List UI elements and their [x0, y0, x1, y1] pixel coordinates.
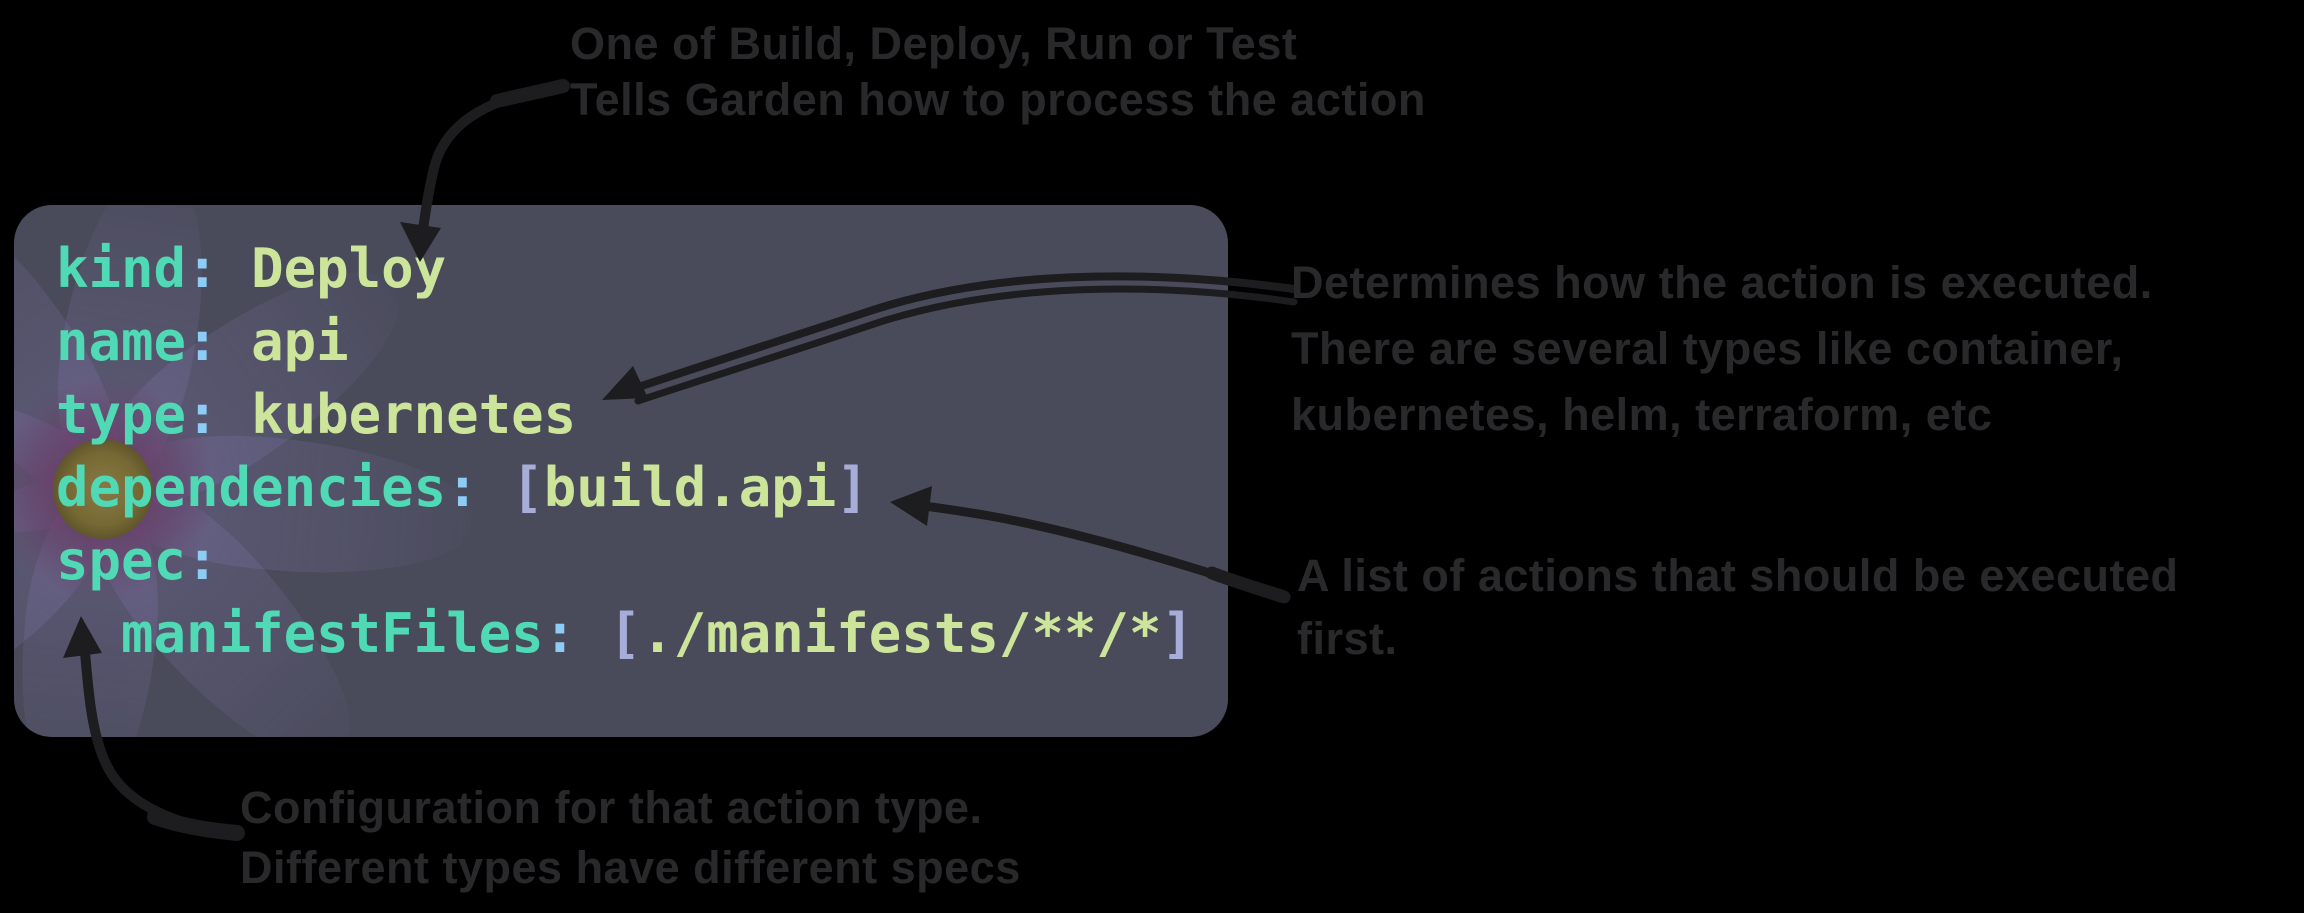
- code-token-val: kubernetes: [251, 383, 577, 446]
- code-token-key: name: [56, 310, 187, 373]
- code-token-colon: :: [543, 602, 577, 665]
- annotation-line: Configuration for that action type.: [240, 782, 983, 833]
- code-token-sp: [219, 237, 252, 300]
- flower-photo-background: [14, 205, 574, 737]
- code-token-sp: [479, 456, 512, 519]
- code-line: dependencies: [build.api]: [56, 451, 1194, 524]
- code-token-colon: :: [186, 237, 219, 300]
- annotation-line: kubernetes, helm, terraform, etc: [1291, 389, 1993, 440]
- code-token-sp: [219, 310, 252, 373]
- kind-annotation: One of Build, Deploy, Run or Test Tells …: [570, 16, 1426, 128]
- code-token-val: api: [251, 310, 349, 373]
- code-token-val: build.api: [543, 456, 837, 519]
- annotation-line: Different types have different specs: [240, 842, 1021, 893]
- code-token-bracket: ]: [1161, 602, 1194, 665]
- code-token-colon: :: [186, 310, 219, 373]
- dependencies-annotation: A list of actions that should be execute…: [1297, 544, 2178, 670]
- annotation-line: A list of actions that should be execute…: [1297, 550, 2179, 601]
- code-line: spec:: [56, 524, 1194, 597]
- code-token-key: type: [56, 383, 187, 446]
- code-line: name: api: [56, 305, 1194, 378]
- code-line: manifestFiles: [./manifests/**/*]: [56, 597, 1194, 670]
- code-token-colon: :: [186, 529, 219, 592]
- code-token-key: kind: [56, 237, 187, 300]
- code-token-key: dependencies: [56, 456, 447, 519]
- spec-annotation: Configuration for that action type. Diff…: [240, 778, 1021, 898]
- code-line: kind: Deploy: [56, 232, 1194, 305]
- annotation-line: Tells Garden how to process the action: [570, 74, 1426, 125]
- code-line: type: kubernetes: [56, 378, 1194, 451]
- annotation-line: One of Build, Deploy, Run or Test: [570, 18, 1298, 69]
- code-token-key: manifestFiles: [121, 602, 544, 665]
- code-token-key: spec: [56, 529, 187, 592]
- annotation-line: There are several types like container,: [1291, 323, 2124, 374]
- code-token-bracket: [: [608, 602, 642, 665]
- annotation-line: Determines how the action is executed.: [1291, 257, 2153, 308]
- code-token-sp: [576, 602, 609, 665]
- flower-center: [53, 439, 153, 539]
- code-token-bracket: ]: [836, 456, 869, 519]
- annotation-line: first.: [1297, 613, 1398, 664]
- code-token-val: ./manifests/**/*: [641, 602, 1162, 665]
- code-token-sp: [56, 602, 121, 665]
- type-annotation: Determines how the action is executed. T…: [1291, 250, 2153, 448]
- code-token-colon: :: [446, 456, 479, 519]
- code-token-sp: [219, 383, 252, 446]
- code-token-colon: :: [186, 383, 219, 446]
- code-token-val: Deploy: [251, 237, 447, 300]
- code-token-bracket: [: [511, 456, 544, 519]
